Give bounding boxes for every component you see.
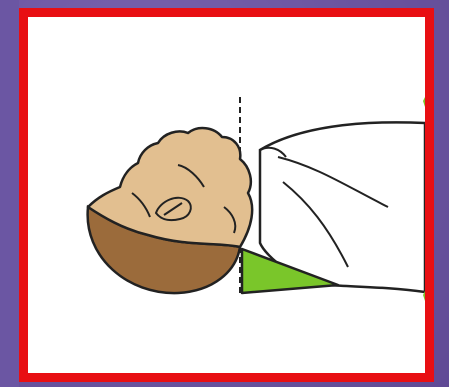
edge-mark-top xyxy=(423,97,425,107)
head-tilt-illustration xyxy=(28,17,425,373)
left-strip xyxy=(0,0,19,387)
